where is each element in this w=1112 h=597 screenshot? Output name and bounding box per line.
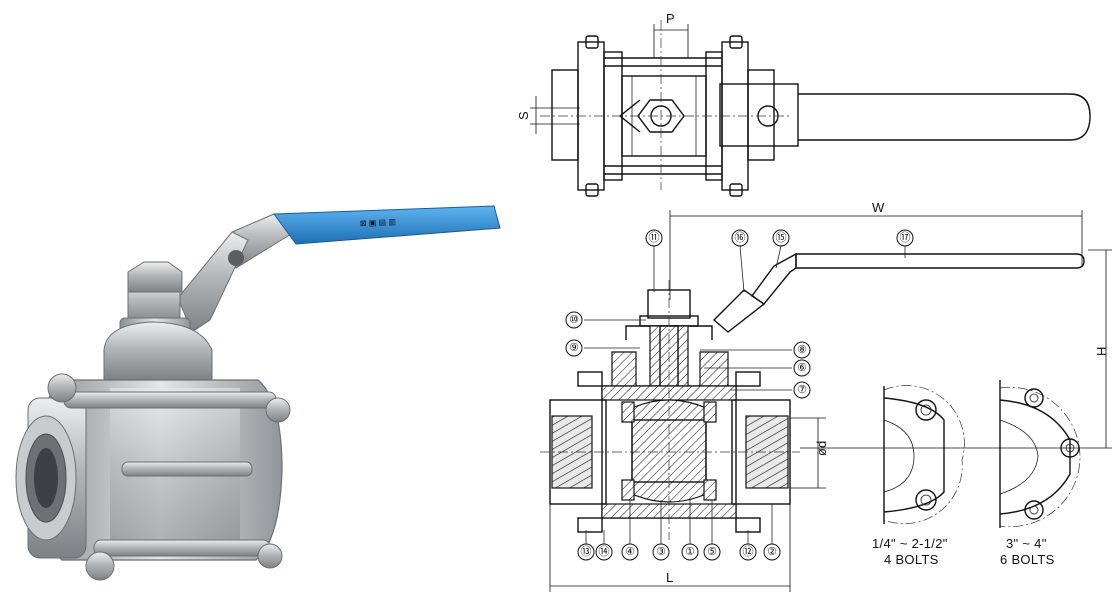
bolt-pattern-4 <box>883 385 965 524</box>
svg-text:⑨: ⑨ <box>569 342 579 354</box>
svg-text:⑤: ⑤ <box>707 546 717 558</box>
callout-2: ② <box>763 543 781 561</box>
svg-text:⑭: ⑭ <box>599 545 610 558</box>
svg-text:⑧: ⑧ <box>797 344 807 356</box>
part-callouts: ⑪ ⑯ ⑮ ⑰ ⑩ ⑨ ⑧ ⑥ ⑦ ⑬ ⑭ ④ ③ ① ⑤ ⑫ ② <box>565 229 914 561</box>
svg-text:⑯: ⑯ <box>735 231 746 244</box>
callout-17: ⑰ <box>896 229 914 247</box>
valve-photo: ⊠ ▣ ▤ ▥ <box>15 205 501 581</box>
blue-handle-grip <box>273 205 501 245</box>
callout-10: ⑩ <box>565 311 583 329</box>
callout-9: ⑨ <box>565 339 583 357</box>
bolt-4-size-label: 1/4" ~ 2-1/2" <box>872 536 948 551</box>
svg-text:⑮: ⑮ <box>776 231 787 244</box>
svg-text:⑪: ⑪ <box>649 231 660 244</box>
callout-15: ⑮ <box>772 229 790 247</box>
callout-1: ① <box>681 543 699 561</box>
callout-11: ⑪ <box>645 229 663 247</box>
dimension-p-label: P <box>666 11 675 26</box>
svg-text:⑥: ⑥ <box>797 362 807 374</box>
section-view-drawing: W H <box>540 200 1112 592</box>
callout-6: ⑥ <box>793 359 811 377</box>
svg-text:⑦: ⑦ <box>797 384 807 396</box>
svg-text:①: ① <box>685 546 695 558</box>
bolt-4-count-label: 4 BOLTS <box>884 552 939 567</box>
svg-text:③: ③ <box>656 546 666 558</box>
svg-text:⑫: ⑫ <box>743 545 754 558</box>
bolt-6-count-label: 6 BOLTS <box>1000 552 1055 567</box>
dimension-w-label: W <box>872 200 885 215</box>
svg-text:⑰: ⑰ <box>900 231 911 244</box>
top-view-drawing: P S <box>516 11 1091 197</box>
callout-13: ⑬ <box>577 543 595 561</box>
bolt-6-size-label: 3" ~ 4" <box>1006 536 1047 551</box>
callout-5: ⑤ <box>703 543 721 561</box>
svg-text:⑬: ⑬ <box>581 545 592 558</box>
dimension-h-label: H <box>1094 347 1109 356</box>
svg-text:④: ④ <box>625 546 635 558</box>
callout-4: ④ <box>621 543 639 561</box>
svg-text:⑩: ⑩ <box>569 314 579 326</box>
handle-lever: ⊠ ▣ ▤ ▥ <box>177 205 501 333</box>
callout-3: ③ <box>652 543 670 561</box>
callout-12: ⑫ <box>739 543 757 561</box>
svg-text:②: ② <box>767 546 777 558</box>
bolt-pattern-6 <box>999 380 1081 528</box>
callout-16: ⑯ <box>731 229 749 247</box>
dimension-d-label: ød <box>814 441 829 456</box>
callout-14: ⑭ <box>595 543 613 561</box>
svg-text:⊠ ▣ ▤ ▥: ⊠ ▣ ▤ ▥ <box>360 217 396 228</box>
dimension-l-label: L <box>666 570 673 585</box>
callout-8: ⑧ <box>793 341 811 359</box>
dimension-s-label: S <box>516 111 531 120</box>
callout-7: ⑦ <box>793 381 811 399</box>
